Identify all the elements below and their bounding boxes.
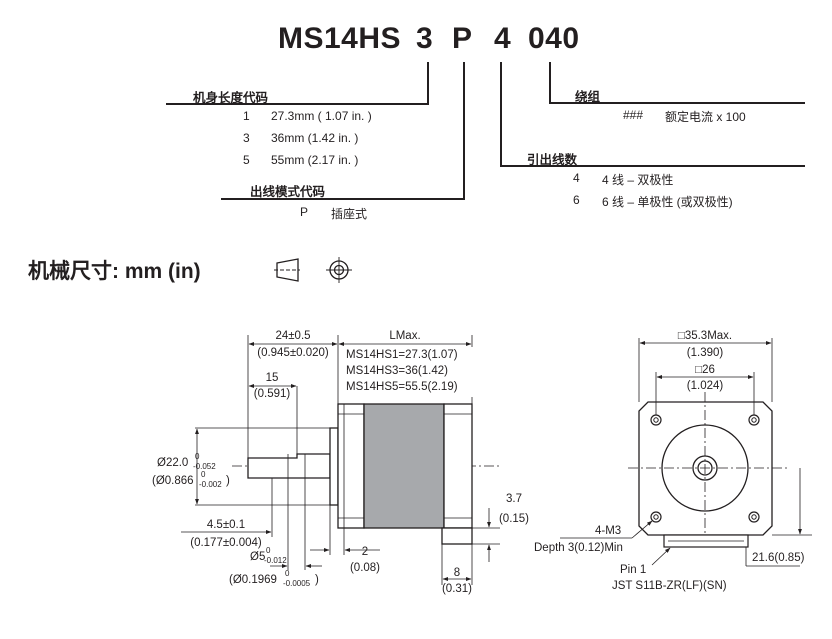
- lead-wires-value-4: 4 线 – 双极性: [602, 173, 674, 187]
- dim-od5-in-lower: -0.0005: [283, 579, 311, 588]
- connector-housing: [441, 527, 473, 545]
- shaft: [247, 453, 331, 479]
- wires-header-rule: [500, 165, 805, 167]
- lead-wires-code-6: 6: [573, 193, 580, 207]
- mounting-holes: [650, 414, 760, 523]
- connector-part-number: JST S11B-ZR(LF)(SN): [612, 580, 727, 592]
- pilot-circle: [661, 424, 749, 512]
- winding-code: ###: [623, 108, 644, 122]
- dim-od22-upper: 0: [195, 452, 200, 461]
- length-header-rule: [166, 103, 429, 105]
- dim-m3-depth: Depth 3(0.12)Min: [534, 542, 623, 554]
- wires-leader: [500, 62, 502, 167]
- dim-square-35-3: □35.3Max.: [678, 330, 732, 342]
- dim-od22-in-upper: 0: [201, 470, 206, 479]
- length-value-1: 27.3mm ( 1.07 in. ): [271, 109, 372, 123]
- rear-end-cap: [443, 403, 473, 529]
- dim-ms14hs3: MS14HS3=36(1.42): [346, 365, 448, 377]
- winding-header: 绕组: [575, 90, 601, 104]
- dim-8-in: (0.31): [442, 583, 472, 595]
- dim-15: 15: [266, 372, 279, 384]
- dim-15-in: (0.591): [254, 388, 291, 400]
- output-header-rule: [221, 198, 465, 200]
- output-leader: [463, 62, 465, 200]
- lead-wires-code-4: 4: [573, 171, 580, 185]
- dim-24-in: (0.945±0.020): [257, 347, 329, 359]
- front-end-cap: [337, 403, 365, 529]
- first-angle-projection-icon: [274, 257, 352, 283]
- dim-4-5-in: (0.177±0.004): [190, 537, 262, 549]
- dim-square-26: □26: [695, 364, 715, 376]
- dim-8: 8: [454, 567, 460, 579]
- dim-lmax: LMax.: [389, 330, 420, 342]
- length-code-header: 机身长度代码: [193, 91, 269, 105]
- side-view: [232, 403, 502, 545]
- length-code-1: 1: [243, 109, 250, 123]
- dim-3-7: 3.7: [506, 493, 522, 505]
- dim-od5-in-close: ): [315, 574, 319, 586]
- dim-3-7-in: (0.15): [499, 513, 529, 525]
- model-output-code: P: [452, 22, 473, 55]
- dim-2-in: (0.08): [350, 562, 380, 574]
- dim-od22-in: (Ø0.866: [152, 475, 194, 487]
- winding-leader: [549, 62, 551, 104]
- winding-value: 额定电流 x 100: [665, 110, 746, 124]
- length-code-3: 3: [243, 131, 250, 145]
- dim-od22-lower: -0.052: [193, 462, 216, 471]
- length-leader: [427, 62, 429, 105]
- dim-od22-in-lower: -0.002: [199, 480, 222, 489]
- dim-ms14hs1: MS14HS1=27.3(1.07): [346, 349, 458, 361]
- dim-square-35-3-in: (1.390): [687, 347, 724, 359]
- pin-1-label: Pin 1: [620, 564, 646, 576]
- dim-21-6: 21.6(0.85): [752, 552, 805, 564]
- dim-2: 2: [362, 546, 368, 558]
- stator-body: [363, 403, 445, 529]
- model-prefix: MS14HS: [278, 22, 402, 55]
- dim-4-m3: 4-M3: [595, 525, 621, 537]
- dim-24: 24±0.5: [275, 330, 310, 342]
- length-value-3: 36mm (1.42 in. ): [271, 131, 359, 145]
- shaft-outer-circle: [692, 455, 718, 481]
- lead-wires-value-6: 6 线 – 单极性 (或双极性): [602, 195, 733, 209]
- dim-od5-upper: 0: [266, 546, 271, 555]
- length-code-5: 5: [243, 153, 250, 167]
- flange-outline: [638, 401, 773, 536]
- front-view: [628, 392, 790, 548]
- dim-od22-in-close: ): [226, 475, 230, 487]
- length-value-5: 55mm (2.17 in. ): [271, 153, 359, 167]
- winding-header-rule: [549, 102, 805, 104]
- mechanical-dimensions-title: 机械尺寸: mm (in): [28, 260, 201, 283]
- dim-od5-in-upper: 0: [285, 569, 290, 578]
- shaft-inner-circle: [697, 460, 713, 476]
- model-length-code: 3: [416, 22, 434, 55]
- lead-wires-header: 引出线数: [527, 153, 578, 167]
- dim-4-5: 4.5±0.1: [207, 519, 245, 531]
- dim-od5-in: (Ø0.1969: [229, 574, 277, 586]
- output-mode-header: 出线模式代码: [250, 185, 326, 199]
- dim-square-26-in: (1.024): [687, 380, 724, 392]
- pilot-boss: [329, 427, 339, 506]
- model-wires-code: 4: [494, 22, 512, 55]
- dim-ms14hs5: MS14HS5=55.5(2.19): [346, 381, 458, 393]
- output-mode-code: P: [300, 205, 309, 219]
- dim-od5-lower: -0.012: [264, 556, 287, 565]
- output-mode-value: 插座式: [331, 207, 368, 221]
- dim-od22: Ø22.0: [157, 457, 188, 469]
- dim-od5: Ø5: [250, 551, 265, 563]
- model-winding-code: 040: [528, 22, 580, 55]
